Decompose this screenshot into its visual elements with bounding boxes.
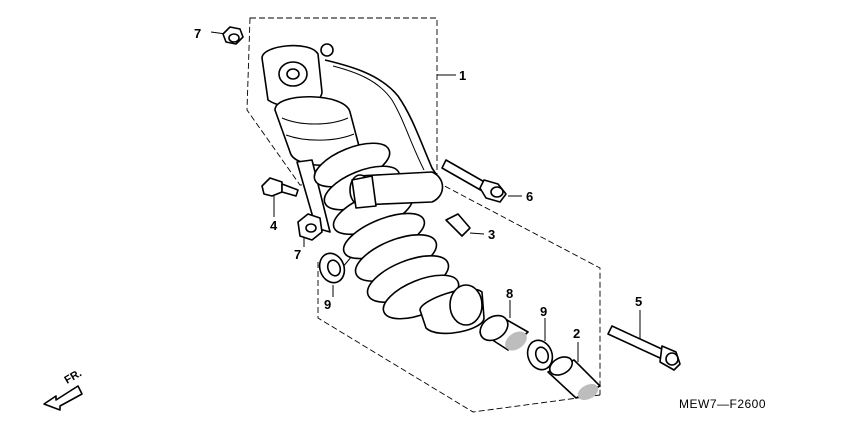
reservoir: [349, 171, 444, 209]
needle-bearing: [479, 314, 529, 351]
adjuster-bolt: [441, 159, 507, 203]
diagram-code: MEW7—F2600: [679, 397, 766, 411]
front-direction-arrow: FR.: [43, 367, 84, 411]
shock-absorber-body: [261, 44, 361, 233]
lower-mount-bolt: [607, 325, 681, 371]
callout-6: 6: [526, 189, 533, 204]
callout-9-right: 9: [540, 304, 547, 319]
callout-4: 4: [270, 218, 278, 233]
callout-2: 2: [573, 326, 580, 341]
collar: [547, 356, 601, 401]
self-lock-nut-lower: [297, 213, 323, 241]
callout-5: 5: [635, 294, 642, 309]
dust-seal-right: [526, 339, 554, 371]
flange-bolt: [261, 177, 299, 197]
callout-7-lower: 7: [294, 247, 301, 262]
callout-7-top: 7: [194, 26, 201, 41]
callout-8: 8: [506, 286, 513, 301]
callout-1: 1: [459, 68, 466, 83]
reservoir-hose: [320, 43, 441, 181]
self-lock-nut-top: [222, 26, 244, 45]
direction-label: FR.: [63, 367, 84, 386]
callouts: 7 1 6 3 4 7 9 8 9 2 5: [194, 26, 642, 341]
dust-seal-left: [318, 252, 346, 284]
clip: [445, 213, 471, 237]
callout-9-left: 9: [324, 297, 331, 312]
callout-3: 3: [488, 227, 495, 242]
lower-eye: [419, 284, 485, 335]
